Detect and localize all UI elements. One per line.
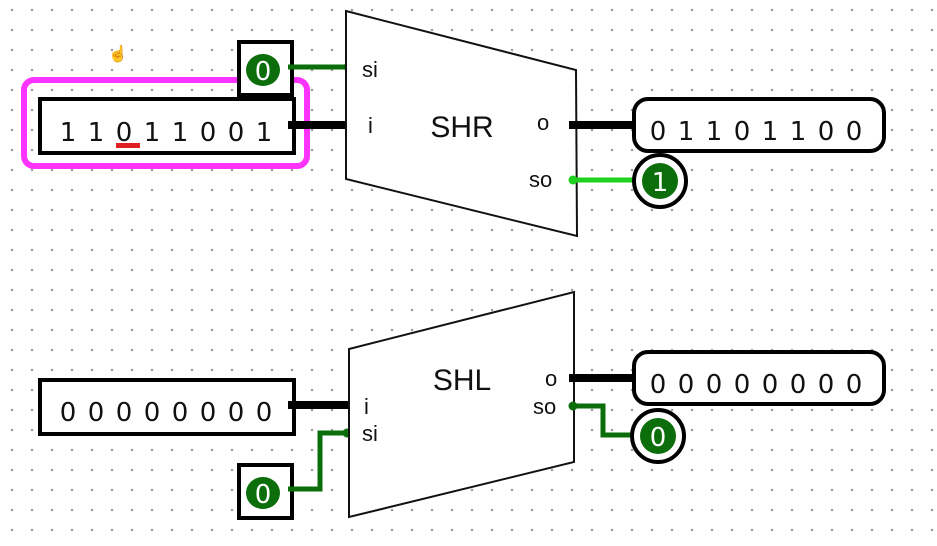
- shr-input-bit-5: 0: [200, 118, 217, 148]
- shr-input-bit-0: 1: [60, 118, 77, 148]
- shl-input-bit-3: 0: [144, 398, 161, 428]
- shr-input-bit-2: 0: [116, 118, 133, 148]
- shr-output-bit-0: 0: [650, 117, 667, 147]
- shl-input-bit-1: 0: [88, 398, 105, 428]
- shr-port-si: si: [362, 57, 378, 82]
- shr-output-register: [632, 97, 886, 153]
- shl-port-i: i: [364, 394, 369, 419]
- shl-output-bit-0: 0: [650, 370, 667, 400]
- hand-cursor-icon: ☝: [108, 46, 128, 63]
- shl-input-bit-7: 0: [256, 398, 273, 428]
- shr-input-bit-7: 1: [256, 118, 273, 148]
- shr-output-bit-3: 0: [734, 117, 751, 147]
- shl-label: SHL: [433, 364, 491, 397]
- shl-input-bit-6: 0: [228, 398, 245, 428]
- shl-output-bit-5: 0: [790, 370, 807, 400]
- shr-output-bit-2: 1: [706, 117, 723, 147]
- shr-input-bit-6: 0: [228, 118, 245, 148]
- shr-si-pin-value: 0: [255, 57, 272, 87]
- shl-component[interactable]: [348, 290, 575, 519]
- shl-si-wire: [288, 430, 347, 492]
- shr-output-bit-7: 0: [846, 117, 863, 147]
- shl-output-bit-6: 0: [818, 370, 835, 400]
- shl-input-bit-5: 0: [200, 398, 217, 428]
- shl-output-bit-4: 0: [762, 370, 779, 400]
- shr-so-pin-value-bg: [642, 163, 678, 199]
- shr-input-bit-4: 1: [172, 118, 189, 148]
- shr-component[interactable]: [345, 9, 579, 238]
- shr-label: SHR: [430, 111, 493, 144]
- edit-caret: [116, 143, 140, 148]
- shr-port-so: so: [529, 167, 552, 192]
- shr-so-pin-value: 1: [652, 168, 669, 198]
- shl-output-bit-7: 0: [846, 370, 863, 400]
- shr-port-i: i: [368, 113, 373, 138]
- shl-output-bit-1: 0: [678, 370, 695, 400]
- shr-output-bit-5: 1: [790, 117, 807, 147]
- shl-output-register: [632, 350, 886, 406]
- shr-output-bit-1: 1: [678, 117, 695, 147]
- shr-si-pin-value-bg: [246, 54, 280, 86]
- shl-output-bit-2: 0: [706, 370, 723, 400]
- shl-port-o: o: [545, 366, 557, 391]
- shr-output-bit-4: 1: [762, 117, 779, 147]
- shl-input-bit-0: 0: [60, 398, 77, 428]
- shl-port-si: si: [362, 421, 378, 446]
- shr-input-bit-1: 1: [88, 118, 105, 148]
- shl-port-so: so: [533, 394, 556, 419]
- shl-si-pin-value: 0: [255, 480, 272, 510]
- shr-input-bit-3: 1: [144, 118, 161, 148]
- shl-output-bit-3: 0: [734, 370, 751, 400]
- shl-input-bit-2: 0: [116, 398, 133, 428]
- shl-so-pin-value-bg: [640, 418, 676, 454]
- shl-so-wire: [573, 403, 636, 438]
- shl-input-bit-4: 0: [172, 398, 189, 428]
- shl-si-pin-value-bg: [246, 477, 280, 509]
- shl-so-pin-value: 0: [650, 423, 667, 453]
- shr-output-bit-6: 0: [818, 117, 835, 147]
- shr-port-o: o: [537, 110, 549, 135]
- shl-input-register[interactable]: [38, 378, 296, 436]
